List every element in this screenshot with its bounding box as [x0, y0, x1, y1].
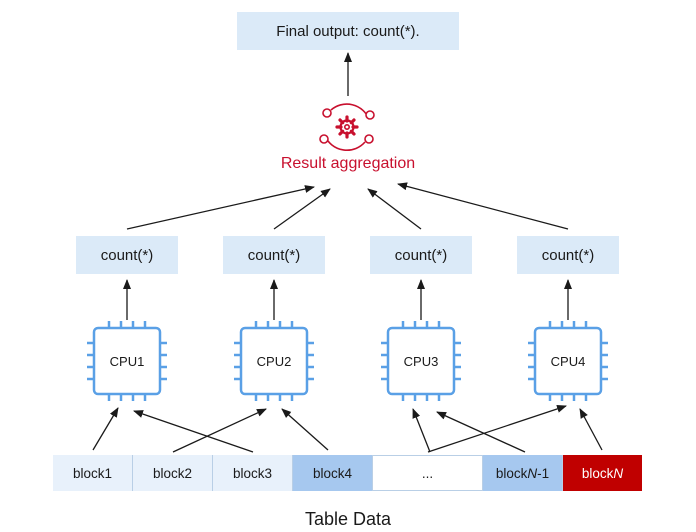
- cpu-label-3: CPU3: [404, 354, 439, 369]
- cpu-chip-body: [533, 326, 603, 396]
- block-1: block1: [53, 455, 133, 491]
- count-box-4: count(*): [517, 236, 619, 274]
- arrow-count3-to-aggregation: [367, 188, 422, 230]
- block-ellipsis: ...: [373, 455, 483, 491]
- arrow-blockN1-right-to-cpu3: [436, 411, 526, 453]
- cpu-chip-body: [386, 326, 456, 396]
- cpu-chip-body: [239, 326, 309, 396]
- arrow-count1-to-aggregation: [126, 185, 315, 230]
- arrow-blockN1-left-to-cpu3: [412, 408, 431, 453]
- cpu-chip-body: [92, 326, 162, 396]
- arrow-block4-to-cpu2: [281, 408, 329, 451]
- final-output-box: Final output: count(*).: [237, 12, 459, 50]
- arrow-count4-to-aggregation: [397, 182, 569, 230]
- aggregation-label: Result aggregation: [280, 155, 416, 172]
- cpu-chip-1: CPU1: [87, 321, 167, 401]
- block-4: block4: [293, 455, 373, 491]
- cpu-chip-4: CPU4: [528, 321, 608, 401]
- block-n-minus-1-suffix: -1: [537, 465, 550, 481]
- count-box-1: count(*): [76, 236, 178, 274]
- cpu-label-4: CPU4: [551, 354, 586, 369]
- block-n-n: N: [613, 465, 624, 481]
- arrow-block2-to-cpu2: [172, 408, 267, 453]
- arrow-blockN-to-cpu4: [579, 408, 603, 451]
- arrow-count2-to-aggregation: [273, 188, 331, 230]
- cpu-label-1: CPU1: [110, 354, 145, 369]
- block-n-minus-1-prefix: block: [495, 465, 528, 481]
- block-n-prefix: block: [581, 465, 614, 481]
- arrow-block3-to-cpu1: [133, 410, 254, 453]
- block-n-minus-1-n: N: [527, 465, 538, 481]
- table-data-label: Table Data: [304, 509, 392, 529]
- gear-orbit-icon: [319, 103, 375, 152]
- cpu-chip-2: CPU2: [234, 321, 314, 401]
- arrow-blockN1-to-cpu4: [427, 405, 567, 453]
- block-3: block3: [213, 455, 293, 491]
- arrow-block1-to-cpu1: [92, 407, 119, 451]
- cpu-label-2: CPU2: [257, 354, 292, 369]
- block-2: block2: [133, 455, 213, 491]
- cpu-layer: CPU1 CPU2 CPU3 CPU4: [87, 321, 608, 401]
- count-box-2: count(*): [223, 236, 325, 274]
- cpu-chip-3: CPU3: [381, 321, 461, 401]
- count-box-3: count(*): [370, 236, 472, 274]
